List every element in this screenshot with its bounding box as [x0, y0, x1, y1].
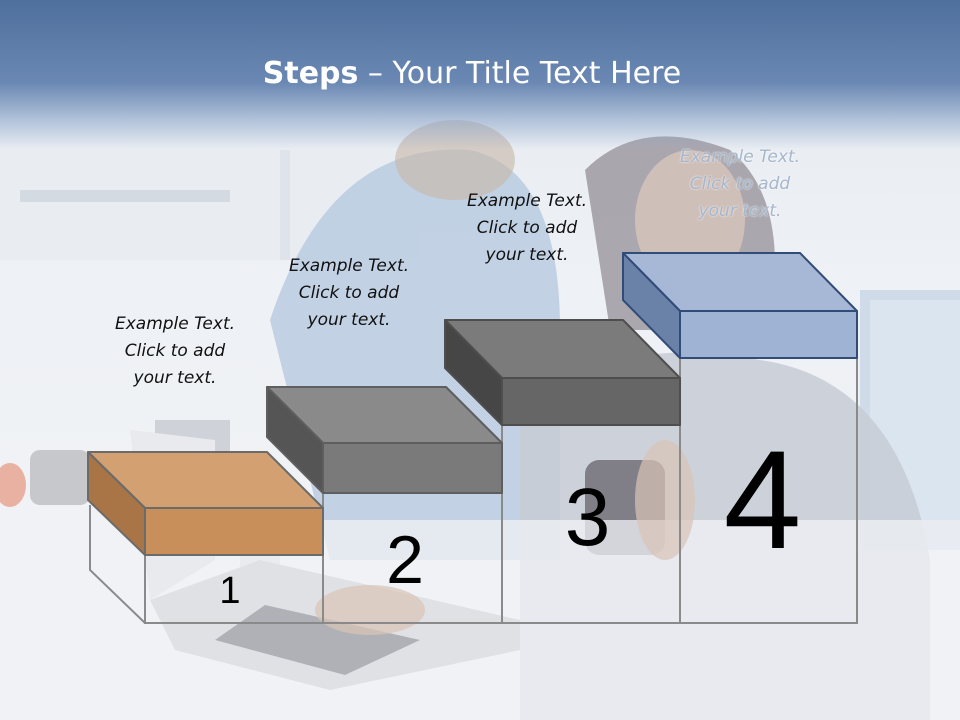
slide-title[interactable]: Steps – Your Title Text Here — [0, 56, 944, 91]
caption-line: Click to add — [476, 218, 578, 238]
step-1-number[interactable]: 1 — [219, 570, 241, 612]
header-band — [0, 0, 960, 150]
caption-line: Click to add — [298, 283, 400, 303]
caption-line: Click to add — [124, 341, 226, 361]
step-4-caption[interactable]: Example Text. Click to add your text. — [655, 144, 825, 225]
step-3-block — [444, 319, 681, 426]
step-3-caption[interactable]: Example Text. Click to add your text. — [442, 188, 612, 269]
step-1-block — [87, 451, 324, 556]
step-2-block — [266, 386, 503, 494]
caption-line: Example Text. — [466, 191, 588, 211]
caption-line: Example Text. — [114, 314, 236, 334]
step-1-column-side — [89, 505, 146, 624]
step-4-number[interactable]: 4 — [723, 421, 802, 578]
caption-line: Example Text. — [679, 147, 801, 167]
step-1-caption[interactable]: Example Text. Click to add your text. — [90, 311, 260, 392]
title-bold: Steps — [262, 56, 359, 91]
caption-line: your text. — [485, 245, 569, 265]
step-3-number[interactable]: 3 — [564, 472, 611, 563]
caption-line: Example Text. — [288, 256, 410, 276]
step-2-caption[interactable]: Example Text. Click to add your text. — [264, 253, 434, 334]
caption-line: Click to add — [689, 174, 791, 194]
caption-line: your text. — [698, 201, 782, 221]
caption-line: your text. — [133, 368, 217, 388]
caption-line: your text. — [307, 310, 391, 330]
step-4-column — [679, 358, 858, 624]
step-2-number[interactable]: 2 — [386, 522, 424, 598]
step-4-block — [622, 252, 858, 359]
title-rest: – Your Title Text Here — [358, 56, 682, 91]
